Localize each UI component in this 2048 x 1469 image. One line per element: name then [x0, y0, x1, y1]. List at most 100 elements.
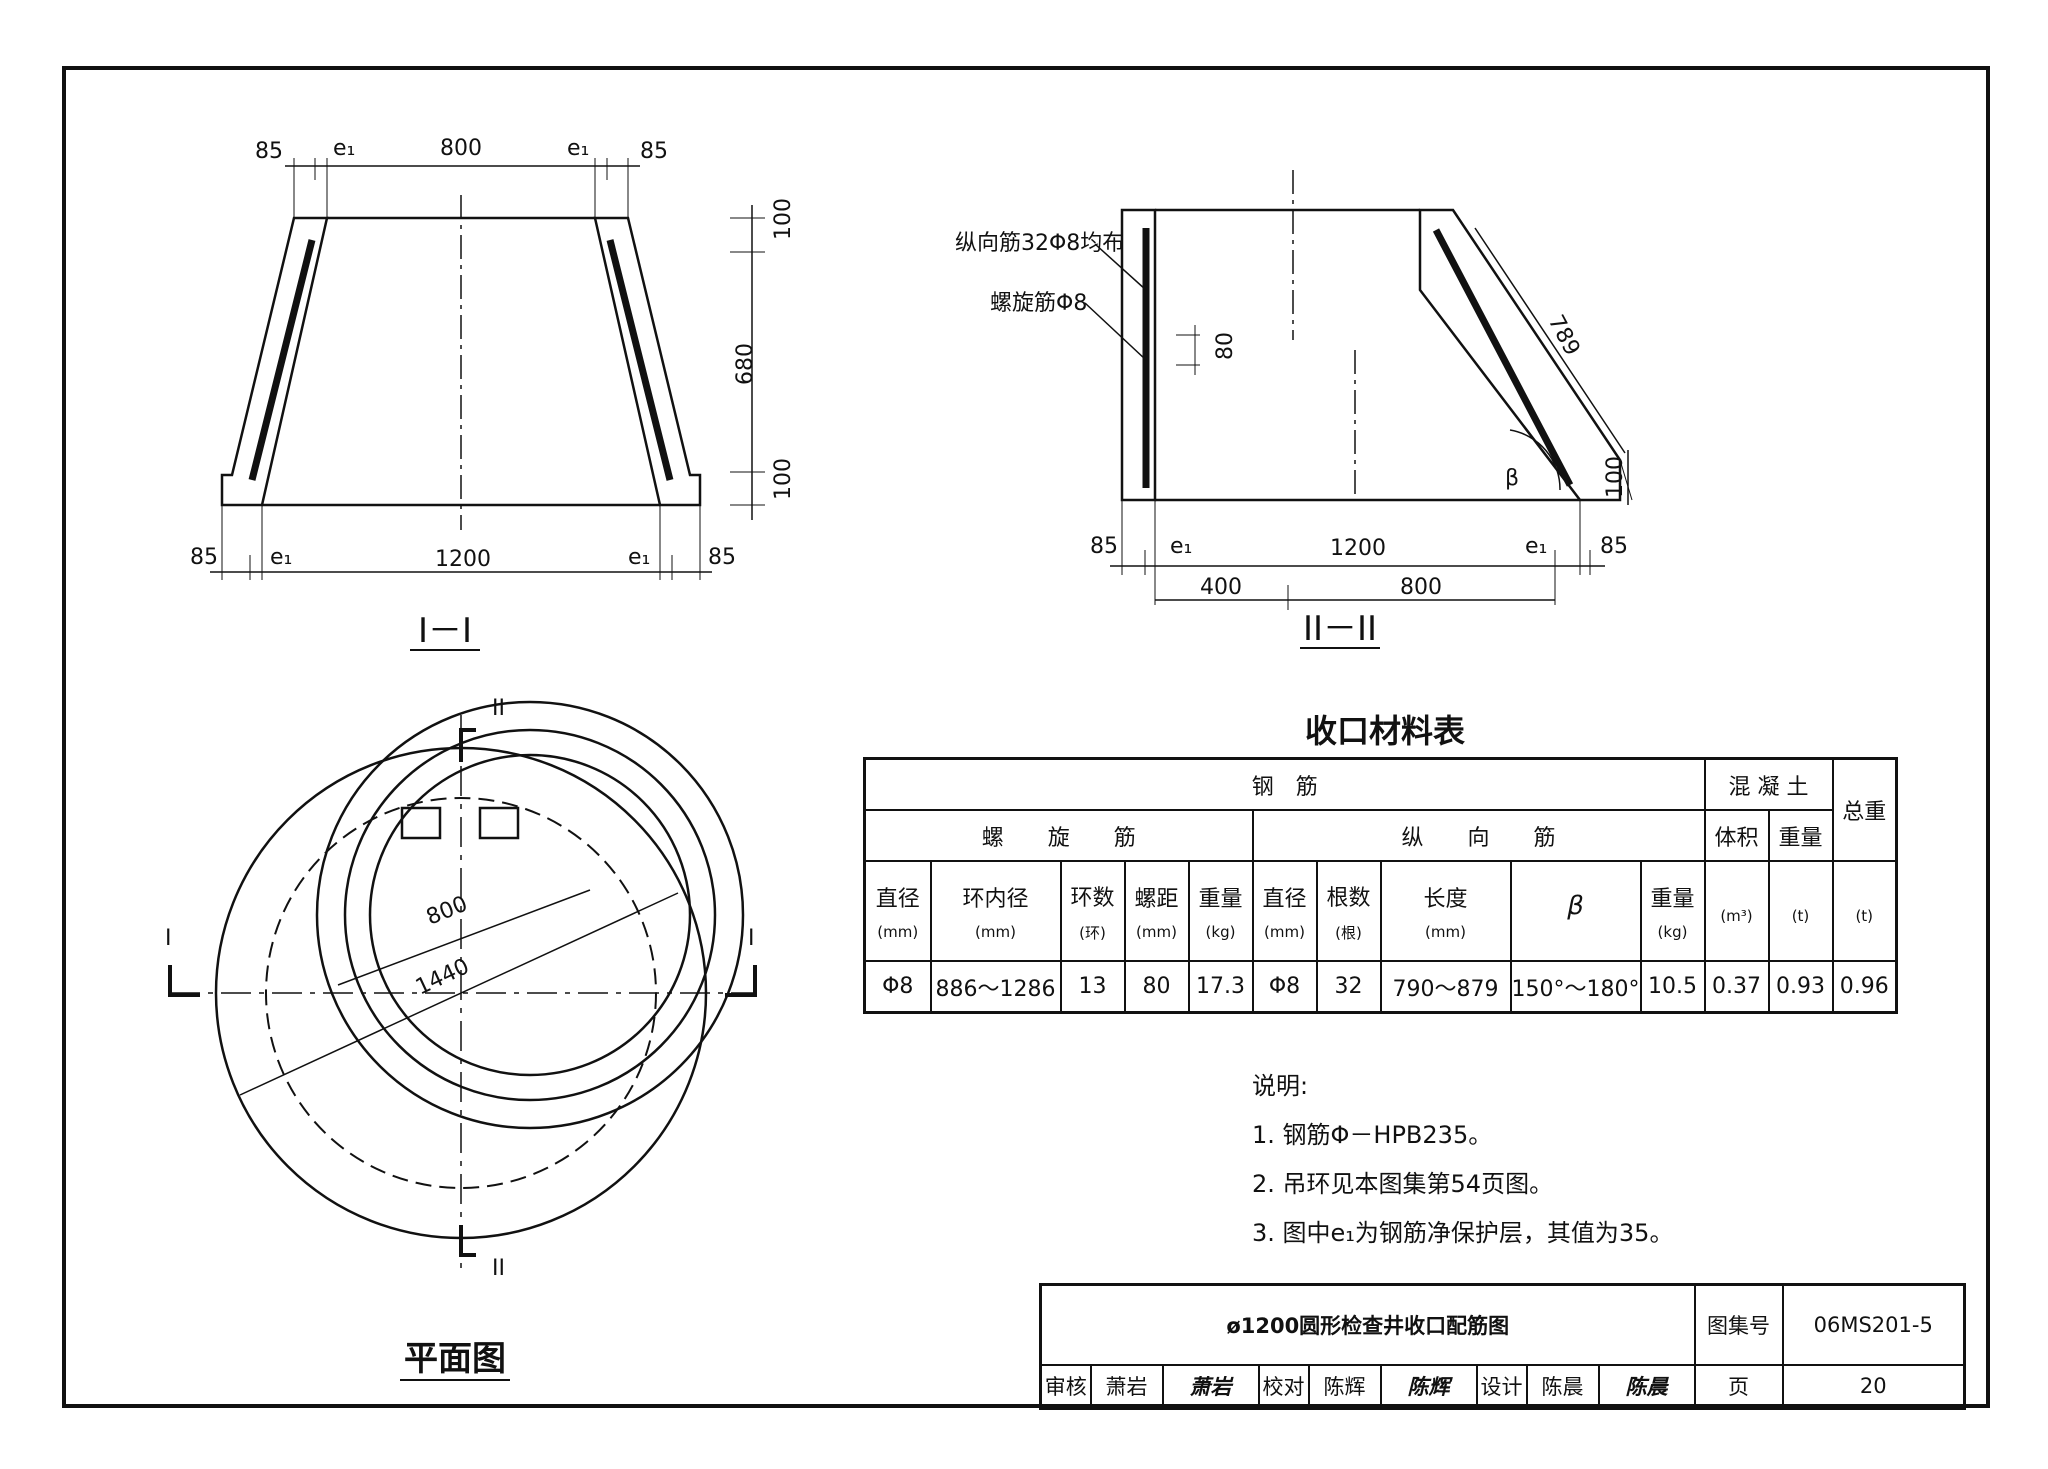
header-spiral: 螺 旋 筋 — [863, 809, 1254, 862]
check-label: 校对 — [1257, 1363, 1310, 1410]
plan-view-caption: 平面图 — [404, 1339, 506, 1379]
dim2-e1-right: e₁ — [1525, 534, 1547, 559]
section-1-1-labels: 85 e₁ 800 e₁ 85 85 e₁ 1200 e₁ 85 100 680… — [190, 136, 796, 651]
col-header: 环数(环) — [1059, 860, 1126, 962]
dim2-e1-left: e₁ — [1170, 534, 1192, 559]
cut-mark-2-top: II — [492, 696, 505, 721]
section-2-2-caption: II－II — [1303, 609, 1377, 649]
col-header: 重量(kg) — [1639, 860, 1706, 962]
cell-long-weight: 10.5 — [1639, 960, 1706, 1014]
dim-plan-800: 800 — [423, 892, 471, 931]
reviewer-name: 萧岩 — [1089, 1363, 1164, 1410]
note-item: 1. 钢筋Φ－HPB235。 — [1252, 1121, 1493, 1149]
dim-right-100-bottom: 100 — [771, 458, 796, 500]
header-volume: 体积 — [1703, 809, 1770, 862]
col-header: (t) — [1831, 860, 1898, 962]
header-total-weight: 总重 — [1831, 757, 1898, 862]
checker-name: 陈辉 — [1307, 1363, 1382, 1410]
sloped-wall-right — [1418, 208, 1622, 502]
section-1-1-caption: I－I — [418, 611, 472, 651]
dim-top-800: 800 — [440, 136, 482, 161]
col-header: 直径(mm) — [863, 860, 932, 962]
rebar-right — [606, 239, 674, 481]
top-ring-outer — [343, 728, 717, 1102]
plan-view — [168, 700, 757, 1381]
col-header: 重量(kg) — [1187, 860, 1254, 962]
lifting-ring-right — [478, 806, 520, 840]
designer-name: 陈晨 — [1525, 1363, 1600, 1410]
atlas-label: 图集号 — [1693, 1283, 1784, 1366]
label-longitudinal-rebar: 纵向筋32Φ8均布 — [955, 231, 1124, 256]
page-label: 页 — [1693, 1363, 1784, 1410]
dim-line-1440 — [239, 892, 679, 1096]
notes-heading: 说明: — [1252, 1072, 1309, 1100]
dim-top-85-right: 85 — [640, 139, 668, 164]
review-label: 审核 — [1039, 1363, 1092, 1410]
dim2-400: 400 — [1200, 575, 1242, 600]
col-header: β — [1509, 860, 1642, 962]
dim-top-85-left: 85 — [255, 139, 283, 164]
angle-beta: β — [1505, 466, 1519, 491]
rebar-sloped — [1432, 228, 1574, 487]
header-longitudinal: 纵 向 筋 — [1251, 809, 1706, 862]
cell-pitch: 80 — [1123, 960, 1190, 1014]
atlas-number: 06MS201-5 — [1781, 1283, 1966, 1366]
col-header: 直径(mm) — [1251, 860, 1318, 962]
lifting-ring-left — [400, 806, 442, 840]
top-outer-circle — [315, 700, 745, 1130]
dim-bottom-85-right: 85 — [708, 545, 736, 570]
dim2-1200: 1200 — [1330, 536, 1386, 561]
dim-bottom-85-left: 85 — [190, 545, 218, 570]
material-table-title: 收口材料表 — [1305, 712, 1466, 750]
reviewer-signature: 萧岩 — [1161, 1363, 1260, 1410]
rebar-left — [248, 239, 316, 481]
dim-right-100-top: 100 — [771, 198, 796, 240]
cell-long-count: 32 — [1315, 960, 1382, 1014]
drawing-title: ø1200圆形检查井收口配筋图 — [1039, 1283, 1696, 1366]
drawing-frame — [62, 66, 1990, 1408]
cell-beta: 150°～180° — [1509, 960, 1642, 1014]
cut-mark-1-left: I — [165, 926, 172, 951]
col-header: 螺距(mm) — [1123, 860, 1190, 962]
cone-wall-right — [593, 216, 702, 507]
col-header: 根数(根) — [1315, 860, 1382, 962]
dim-bottom-e1-left: e₁ — [270, 545, 292, 570]
dim-line-800 — [337, 889, 591, 986]
col-header: 长度(mm) — [1379, 860, 1512, 962]
dim-bottom-e1-right: e₁ — [628, 545, 650, 570]
title-block: ø1200圆形检查井收口配筋图 图集号 06MS201-5 审核 萧岩 萧岩 校… — [1039, 1283, 1966, 1410]
dim-line-slope — [1474, 227, 1626, 454]
notes: 说明: 1. 钢筋Φ－HPB235。 2. 吊环见本图集第54页图。 3. 图中… — [1252, 1062, 1673, 1258]
leader-spiral — [1084, 302, 1147, 361]
header-concrete: 混 凝 土 — [1703, 757, 1834, 811]
section-1-1 — [210, 158, 765, 651]
leader-longitudinal — [1094, 243, 1147, 291]
cut-mark-2-bottom: II — [492, 1256, 505, 1281]
note-item: 2. 吊环见本图集第54页图。 — [1252, 1170, 1554, 1198]
top-ring-inner — [368, 753, 692, 1077]
cell-concrete-weight: 0.93 — [1767, 960, 1834, 1014]
angle-arc — [1509, 429, 1561, 491]
straight-wall-left — [1120, 208, 1157, 502]
cell-spiral-diameter: Φ8 — [863, 960, 932, 1014]
cell-ring-count: 13 — [1059, 960, 1126, 1014]
page-number: 20 — [1781, 1363, 1966, 1410]
design-label: 设计 — [1475, 1363, 1528, 1410]
checker-signature: 陈辉 — [1379, 1363, 1478, 1410]
dim2-800: 800 — [1400, 575, 1442, 600]
dim-top-e1-left: e₁ — [333, 136, 355, 161]
cell-long-length: 790～879 — [1379, 960, 1512, 1014]
table-row: Φ8 886～1286 13 80 17.3 Φ8 32 790～879 150… — [863, 960, 1898, 1014]
dim-top-e1-right: e₁ — [567, 136, 589, 161]
header-concrete-weight: 重量 — [1767, 809, 1834, 862]
column-headers-row: 直径(mm) 环内径(mm) 环数(环) 螺距(mm) 重量(kg) 直径(mm… — [863, 860, 1898, 962]
cell-ring-inner-diameter: 886～1286 — [929, 960, 1062, 1014]
label-spiral-rebar: 螺旋筋Φ8 — [990, 291, 1087, 316]
designer-signature: 陈晨 — [1597, 1363, 1696, 1410]
cut-mark-1-right: I — [748, 926, 755, 951]
cell-concrete-volume: 0.37 — [1703, 960, 1770, 1014]
header-steel: 钢 筋 — [863, 757, 1706, 811]
dim-right-680: 680 — [733, 343, 758, 385]
dim-spacing-80: 80 — [1213, 332, 1238, 360]
